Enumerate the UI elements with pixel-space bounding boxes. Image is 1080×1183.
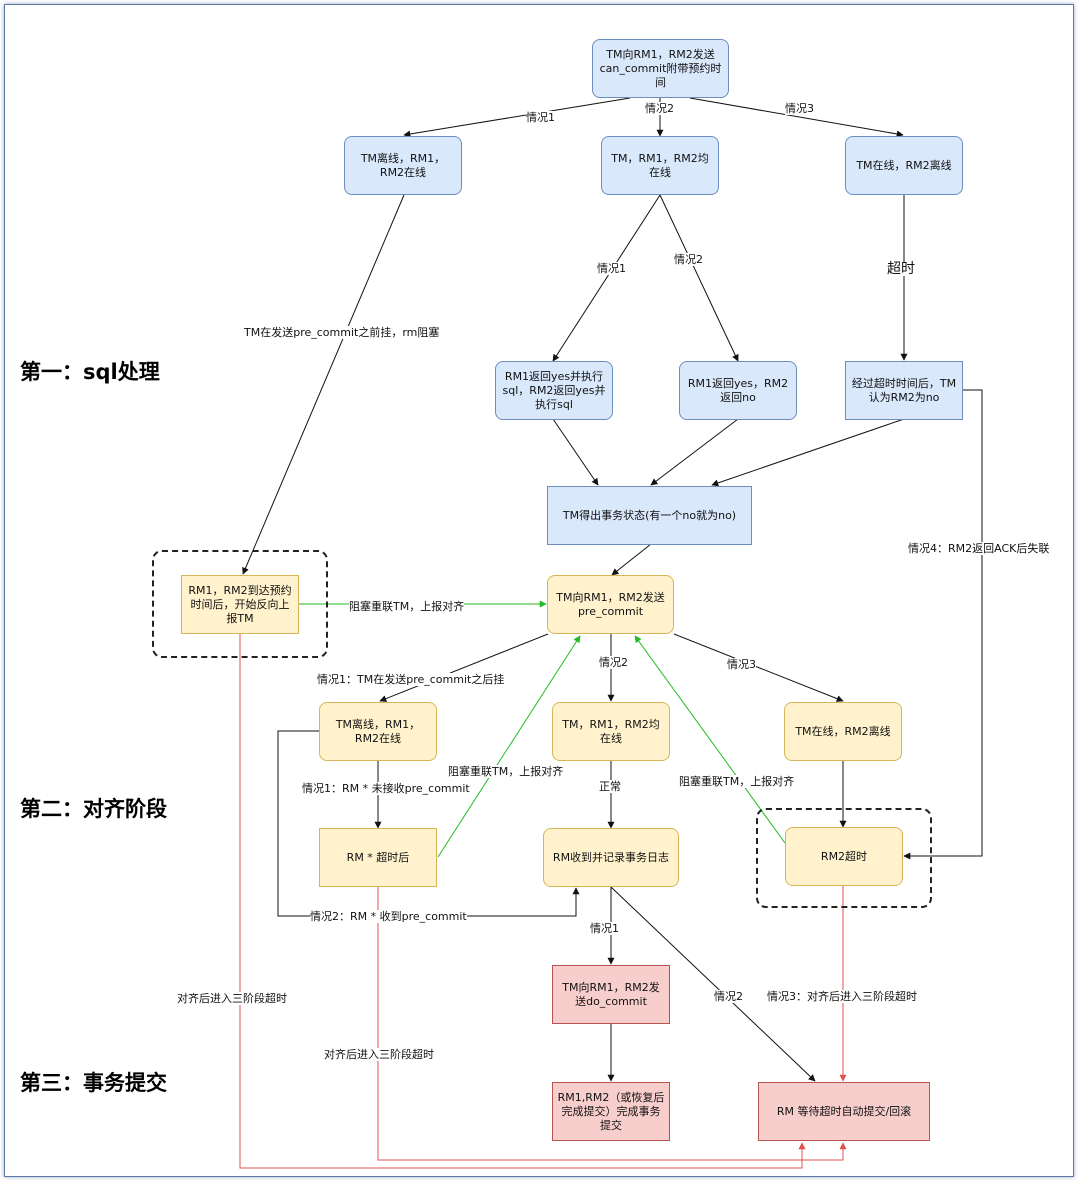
node-tm-online-rm2-offline: TM在线，RM2离线 bbox=[845, 136, 963, 195]
edge-top-to-case3 bbox=[689, 97, 904, 138]
label-tm-before-pre-commit: TM在发送pre_commit之前挂，rm阻塞 bbox=[244, 326, 440, 339]
node-rm-receive-log: RM收到并记录事务日志 bbox=[543, 828, 679, 887]
label-align-left: 对齐后进入三阶段超时 bbox=[177, 992, 287, 1005]
edge-yes-no-to-status bbox=[650, 418, 739, 486]
edge-red-left-to-auto bbox=[239, 634, 806, 1169]
node-rm-auto-commit: RM 等待超时自动提交/回滚 bbox=[758, 1082, 930, 1141]
node-all-online: TM，RM1，RM2均在线 bbox=[601, 136, 719, 195]
edge-pre-to-case3 bbox=[673, 633, 844, 702]
section-alignment-phase: 第二：对齐阶段 bbox=[20, 797, 167, 821]
label-case2-mid: 情况2 bbox=[674, 253, 703, 266]
label-case2-pre: 情况2 bbox=[599, 656, 628, 669]
label-case2-log: 情况2 bbox=[714, 990, 743, 1003]
label-align-mid: 对齐后进入三阶段超时 bbox=[324, 1048, 434, 1061]
label-case1-top: 情况1 bbox=[526, 111, 555, 124]
node-all-online-2: TM，RM1，RM2均在线 bbox=[552, 702, 670, 761]
label-timeout: 超时 bbox=[887, 261, 915, 277]
diagram-frame bbox=[4, 4, 1074, 1177]
node-tm-send-do-commit: TM向RM1，RM2发送do_commit bbox=[552, 965, 670, 1024]
edge-case2-to-yes-yes bbox=[552, 194, 661, 362]
node-tm-send-pre-commit: TM向RM1，RM2发送pre_commit bbox=[547, 575, 674, 634]
label-case3-pre: 情况3 bbox=[727, 658, 756, 671]
node-tm-send-can-commit: TM向RM1，RM2发送can_commit附带预约时间 bbox=[592, 39, 729, 98]
node-rm2-timeout: RM2超时 bbox=[785, 827, 903, 886]
edge-case2-to-yes-no bbox=[659, 194, 739, 362]
node-rm-timeout: RM * 超时后 bbox=[319, 828, 437, 887]
label-case2-top: 情况2 bbox=[645, 102, 674, 115]
label-case2-rm-recv: 情况2：RM * 收到pre_commit bbox=[310, 910, 467, 923]
label-case1-log: 情况1 bbox=[590, 922, 619, 935]
edge-green-rm-timeout-to-pre bbox=[437, 635, 581, 858]
edge-status-to-pre-commit bbox=[611, 543, 652, 576]
edge-timeout-no-to-status bbox=[711, 418, 905, 487]
label-case3-align: 情况3：对齐后进入三阶段超时 bbox=[767, 990, 917, 1003]
label-case1-mid: 情况1 bbox=[597, 262, 626, 275]
node-tm-online-rm2-offline-2: TM在线，RM2离线 bbox=[784, 702, 902, 761]
label-block-rejoin-3: 阻塞重联TM，上报对齐 bbox=[679, 775, 795, 788]
label-block-rejoin-1: 阻塞重联TM，上报对齐 bbox=[349, 600, 465, 613]
label-case4: 情况4：RM2返回ACK后失联 bbox=[908, 542, 1050, 555]
section-transaction-commit: 第三：事务提交 bbox=[20, 1071, 167, 1095]
node-tm-offline-rm-online: TM离线，RM1，RM2在线 bbox=[344, 136, 462, 195]
node-rm-reach-time: RM1，RM2到达预约时间后，开始反向上报TM bbox=[181, 575, 299, 634]
edge-case1b-loop-to-log bbox=[277, 730, 580, 917]
node-tm-timeout-rm2-no: 经过超时时间后，TM认为RM2为no bbox=[845, 361, 963, 420]
node-rm1-yes-rm2-no: RM1返回yes，RM2返回no bbox=[679, 361, 797, 420]
edge-pre-to-case1 bbox=[379, 633, 549, 702]
node-tm-get-status: TM得出事务状态(有一个no就为no) bbox=[547, 486, 752, 545]
label-case3-top: 情况3 bbox=[785, 102, 814, 115]
edge-log-to-auto-commit bbox=[610, 886, 816, 1082]
highlight-box-rm-reach bbox=[152, 550, 328, 658]
label-case1-rm-not-recv: 情况1：RM * 未接收pre_commit bbox=[302, 782, 470, 795]
section-sql-processing: 第一：sql处理 bbox=[20, 360, 160, 384]
edge-case4-to-rm2-timeout bbox=[903, 389, 983, 860]
node-rm1-rm2-yes: RM1返回yes并执行sql，RM2返回yes并执行sql bbox=[495, 361, 613, 420]
edge-yes-yes-to-status bbox=[552, 418, 599, 486]
edge-top-to-case1 bbox=[403, 97, 631, 138]
highlight-box-rm2-timeout bbox=[756, 808, 932, 908]
label-normal: 正常 bbox=[599, 780, 621, 793]
label-block-rejoin-2: 阻塞重联TM，上报对齐 bbox=[448, 765, 564, 778]
label-case1-tm-after: 情况1：TM在发送pre_commit之后挂 bbox=[317, 673, 505, 686]
node-tm-offline-rm-online-2: TM离线，RM1，RM2在线 bbox=[319, 702, 437, 761]
edge-case1-to-rm-reach bbox=[242, 194, 405, 575]
edge-red-mid-to-auto bbox=[377, 887, 847, 1161]
node-rm-complete: RM1,RM2（或恢复后完成提交）完成事务提交 bbox=[552, 1082, 670, 1141]
